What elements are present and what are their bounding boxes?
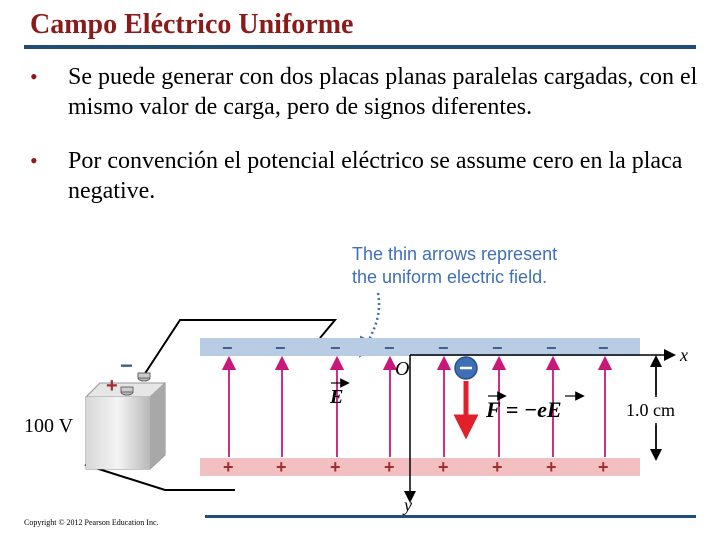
minus-sign: − — [275, 338, 286, 358]
positive-plate — [200, 458, 640, 476]
bullet-icon: • — [30, 148, 38, 173]
minus-sign: − — [438, 338, 449, 358]
minus-sign: − — [330, 338, 341, 358]
negative-plate — [200, 338, 640, 356]
plus-sign: + — [492, 457, 503, 477]
title-divider — [24, 45, 696, 49]
y-axis-label: y — [402, 495, 412, 515]
plus-sign: + — [384, 457, 395, 477]
slide-title: Campo Eléctrico Uniforme — [30, 9, 354, 40]
plus-sign: + — [598, 457, 609, 477]
bullet-list: • Se puede generar con dos placas planas… — [30, 62, 700, 230]
voltage-label: 100 V — [24, 415, 74, 437]
footer-divider — [205, 515, 696, 518]
bullet-text: Se puede generar con dos placas planas p… — [68, 64, 698, 120]
minus-sign: − — [598, 338, 609, 358]
plus-sign: + — [546, 457, 557, 477]
minus-sign: − — [222, 338, 233, 358]
plus-sign: + — [223, 457, 234, 477]
minus-sign: − — [492, 338, 503, 358]
battery-plus: + — [106, 375, 118, 397]
battery-minus: − — [120, 353, 133, 378]
origin-label: O — [395, 358, 409, 380]
battery-icon — [84, 372, 167, 470]
caption-line-2: the uniform electric field. — [352, 267, 547, 287]
copyright-text: Copyright © 2012 Pearson Education Inc. — [24, 518, 159, 527]
x-axis-label: x — [679, 345, 688, 365]
plus-sign: + — [438, 457, 449, 477]
separation-label: 1.0 cm — [626, 400, 675, 420]
separation-label-bg — [622, 397, 694, 423]
caption-line-1: The thin arrows represent — [352, 244, 557, 264]
bullet-icon: • — [30, 64, 38, 89]
plus-sign: + — [330, 457, 341, 477]
wire-top — [143, 319, 338, 376]
minus-sign: − — [384, 338, 395, 358]
bullet-text: Por convención el potencial eléctrico se… — [68, 148, 683, 204]
caption-pointer — [359, 292, 381, 358]
plus-sign: + — [276, 457, 287, 477]
field-label: E — [329, 386, 343, 408]
minus-sign: − — [546, 338, 557, 358]
bullet-item: • Se puede generar con dos placas planas… — [30, 62, 700, 122]
parallel-plates-figure: The thin arrows represent the uniform el… — [24, 244, 694, 515]
bullet-item: • Por convención el potencial eléctrico … — [30, 146, 700, 206]
force-label: F = −eE — [485, 397, 562, 422]
